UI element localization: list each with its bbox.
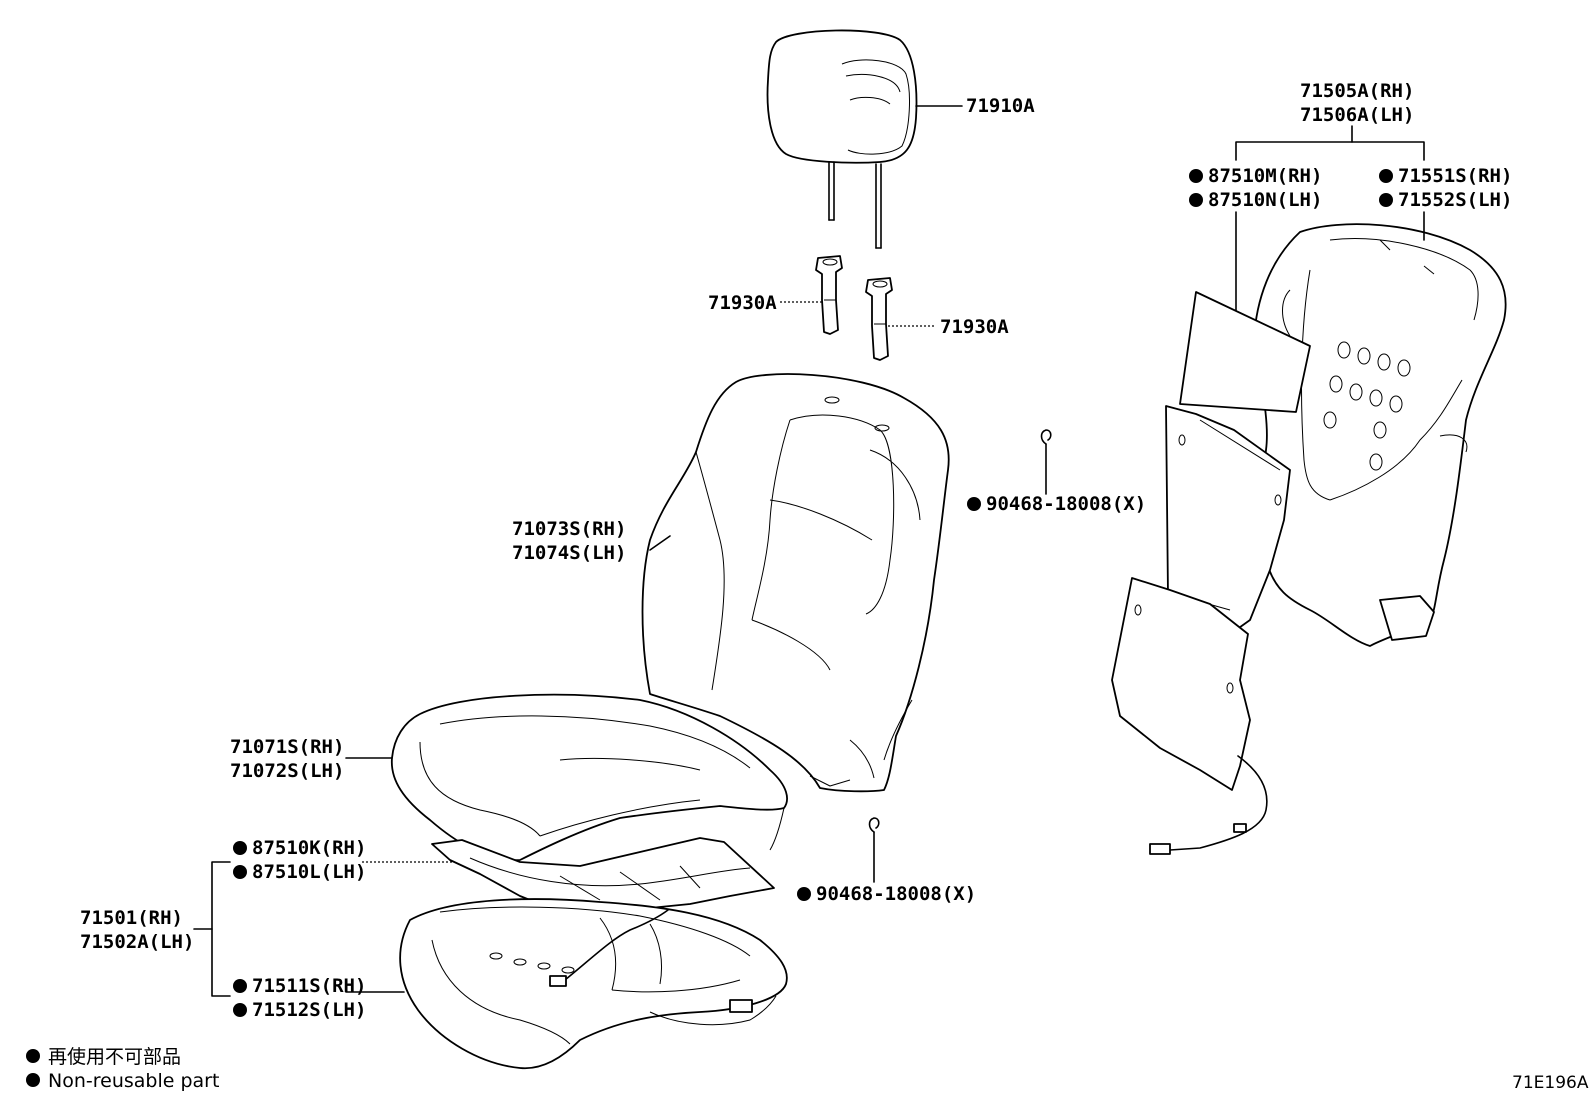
diagram-reference-code: 71E196A: [1512, 1073, 1589, 1093]
label-back-cover-rh: 71073S(RH): [512, 518, 626, 540]
label-hog-ring-upper: 90468-18008(X): [986, 493, 1146, 515]
legend-text-jp: 再使用不可部品: [48, 1046, 181, 1068]
label-back-heater-rh: 87510M(RH): [1208, 165, 1322, 187]
bracket-back-frame: [1235, 141, 1425, 161]
non-reusable-marker: [233, 979, 247, 993]
seatback-frame-drawing: [1253, 223, 1507, 647]
headrest-support-right: [865, 277, 893, 361]
label-support-right: 71930A: [940, 316, 1009, 338]
non-reusable-marker: [233, 1003, 247, 1017]
non-reusable-marker: [797, 887, 811, 901]
label-back-cover-lh: 71074S(LH): [512, 542, 626, 564]
label-cushion-pad-lh: 71512S(LH): [252, 999, 366, 1021]
non-reusable-marker: [1379, 169, 1393, 183]
bracket-cushion-assy: [211, 861, 231, 997]
label-cushion-assy-rh: 71501(RH): [80, 907, 183, 929]
hog-ring-lower-drawing: [868, 817, 880, 833]
non-reusable-marker: [967, 497, 981, 511]
label-cushion-heater-rh: 87510K(RH): [252, 837, 366, 859]
cushion-heater-drawing: [431, 837, 775, 915]
leader-back-cover: [649, 535, 671, 551]
headrest-support-left: [815, 255, 843, 335]
label-cushion-cover-lh: 71072S(LH): [230, 760, 344, 782]
label-hog-ring-lower: 90468-18008(X): [816, 883, 976, 905]
non-reusable-marker: [233, 841, 247, 855]
non-reusable-marker: [1379, 193, 1393, 207]
legend-text-en: Non-reusable part: [48, 1070, 219, 1092]
seatback-cover-drawing: [641, 373, 950, 793]
legend: 再使用不可部品 Non-reusable part: [26, 1046, 219, 1092]
label-back-pad-lh: 71552S(LH): [1398, 189, 1512, 211]
label-headrest: 71910A: [966, 95, 1035, 117]
non-reusable-marker: [1189, 193, 1203, 207]
label-cushion-heater-lh: 87510L(LH): [252, 861, 366, 883]
cushion-pad-drawing: [399, 898, 788, 1070]
legend-marker-icon: [26, 1073, 40, 1087]
label-support-left: 71930A: [708, 292, 777, 314]
hog-ring-upper-drawing: [1040, 429, 1052, 445]
label-back-frame-lh: 71506A(LH): [1300, 104, 1414, 126]
headrest-drawing: [766, 29, 918, 249]
label-back-pad-rh: 71551S(RH): [1398, 165, 1512, 187]
label-cushion-cover-rh: 71071S(RH): [230, 736, 344, 758]
label-cushion-pad-rh: 71511S(RH): [252, 975, 366, 997]
non-reusable-marker: [1189, 169, 1203, 183]
seatback-heater-drawing: [1111, 291, 1311, 855]
label-back-heater-lh: 87510N(LH): [1208, 189, 1322, 211]
label-back-frame-rh: 71505A(RH): [1300, 80, 1414, 102]
legend-marker-icon: [26, 1049, 40, 1063]
label-cushion-assy-lh: 71502A(LH): [80, 931, 194, 953]
cushion-cover-drawing: [391, 693, 788, 862]
non-reusable-marker: [233, 865, 247, 879]
